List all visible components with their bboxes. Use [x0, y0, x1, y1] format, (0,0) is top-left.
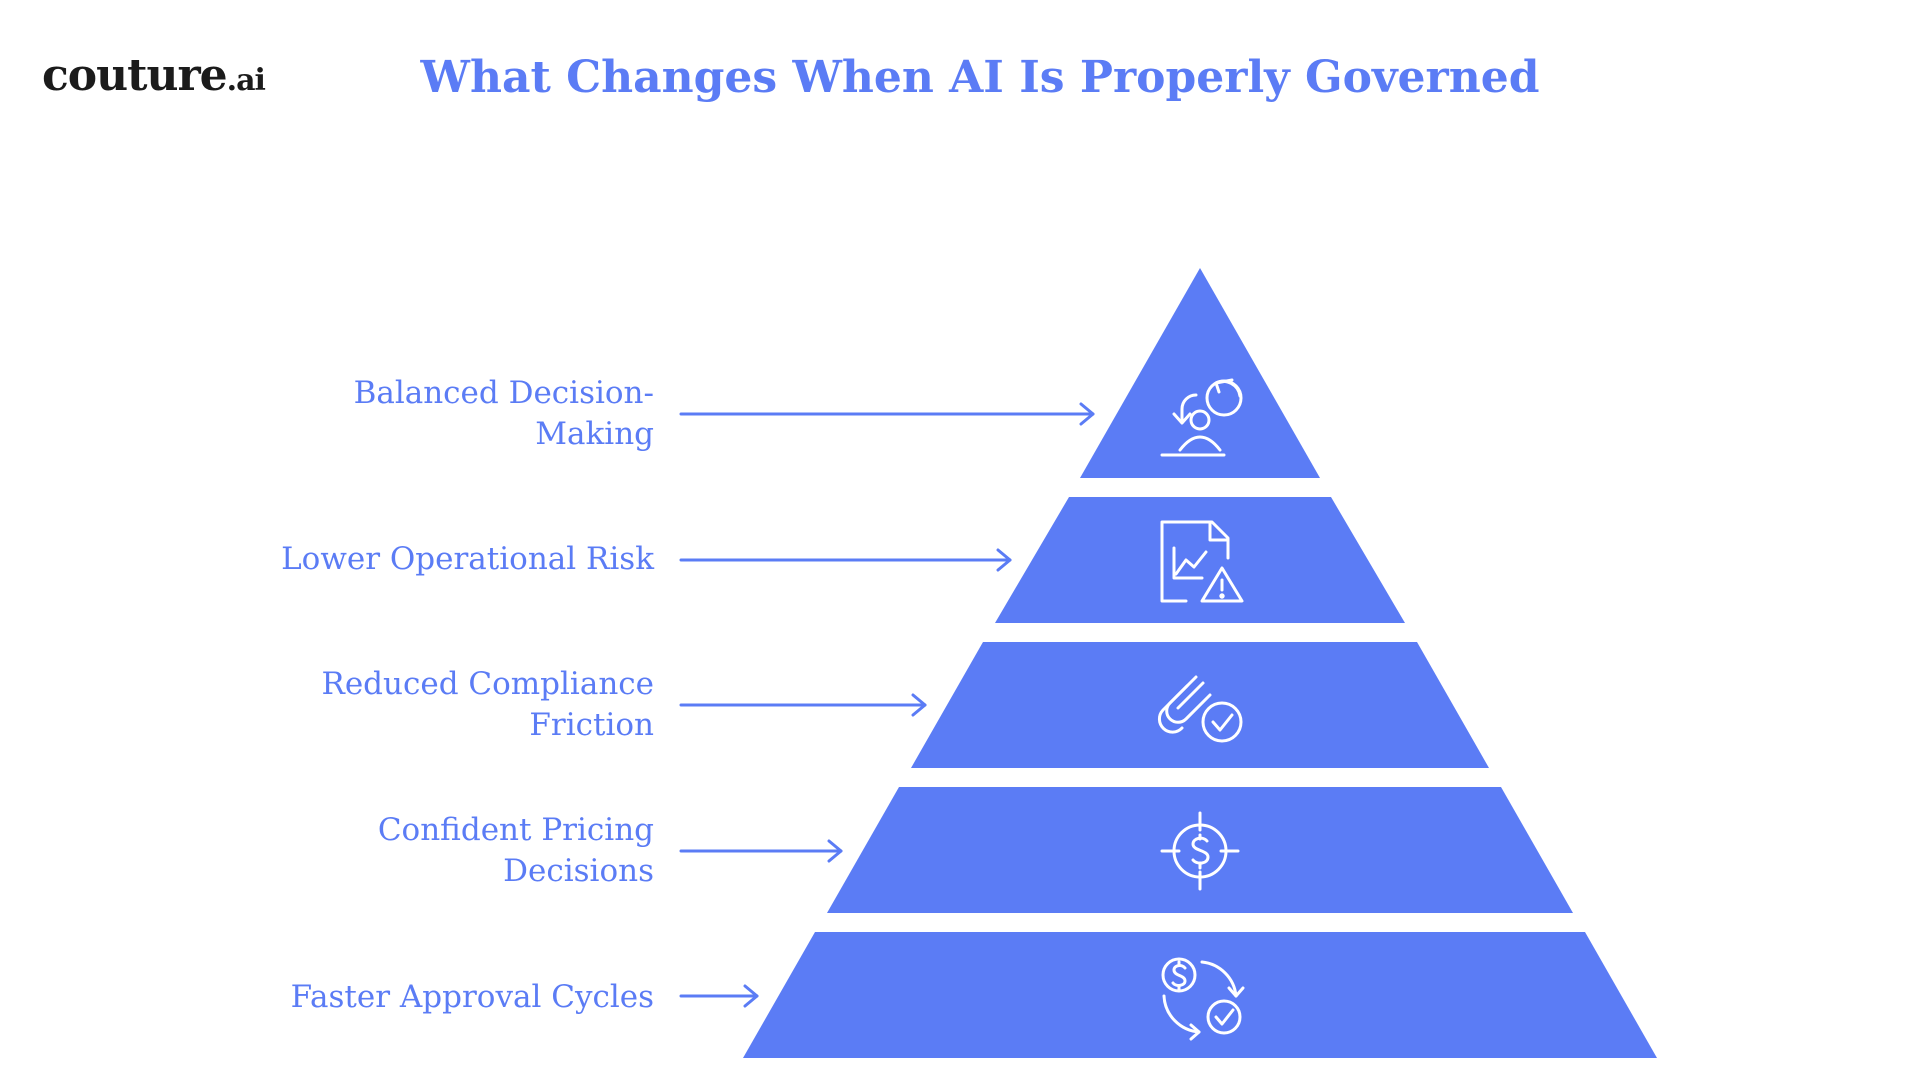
arrow-5 — [679, 984, 759, 1008]
pyramid-tier-1 — [1080, 268, 1320, 478]
label-reduced-compliance-friction: Reduced Compliance Friction — [321, 666, 654, 743]
brand-name: couture — [42, 50, 228, 101]
compliance-paperclip-icon — [1157, 675, 1243, 743]
label-confident-pricing-decisions: Confident Pricing Decisions — [377, 812, 654, 889]
approval-cycle-icon — [1161, 957, 1245, 1041]
decision-making-icon — [1160, 378, 1243, 457]
risk-report-icon — [1160, 520, 1244, 603]
brand-suffix: .ai — [226, 63, 266, 98]
arrow-1 — [679, 402, 1095, 426]
arrow-3 — [679, 693, 927, 717]
brand-logo: couture.ai — [42, 50, 266, 101]
arrow-2 — [679, 548, 1012, 572]
arrow-4 — [679, 839, 843, 863]
label-faster-approval-cycles: Faster Approval Cycles — [290, 979, 654, 1015]
label-lower-operational-risk: Lower Operational Risk — [281, 541, 654, 577]
label-balanced-decision-making: Balanced Decision- Making — [353, 375, 654, 452]
page-title: What Changes When AI Is Properly Governe… — [420, 52, 1540, 103]
pricing-target-icon — [1160, 811, 1240, 891]
pyramid-tier-5 — [743, 932, 1657, 1058]
